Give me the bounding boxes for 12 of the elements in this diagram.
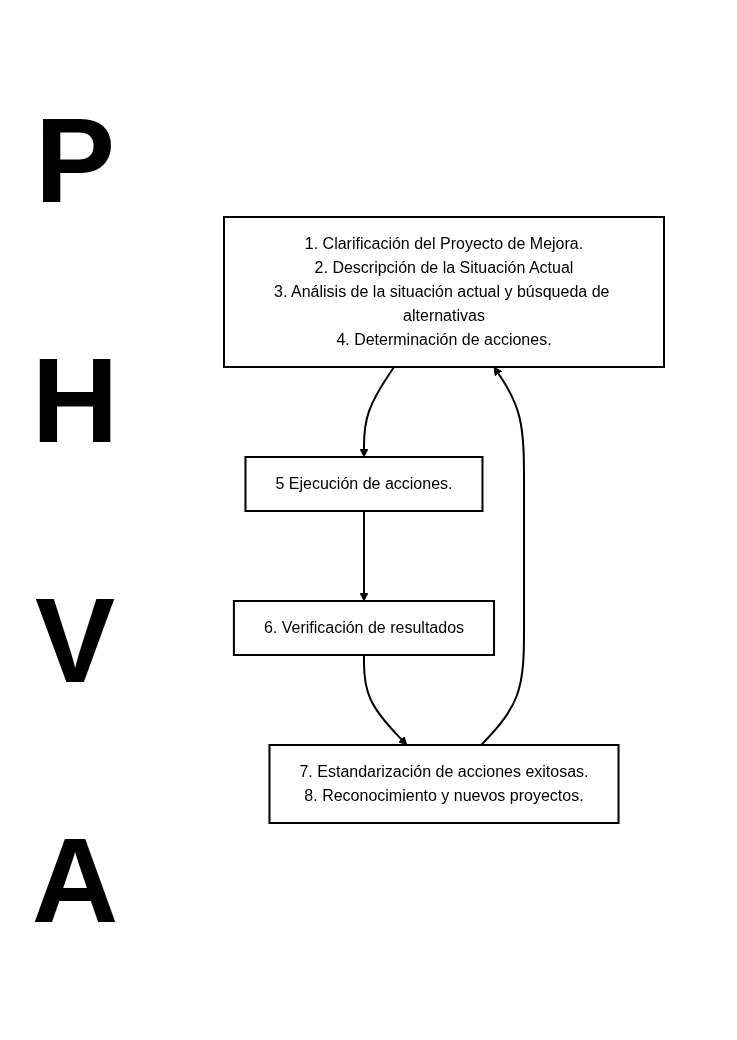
arrow xyxy=(479,366,525,746)
node-box: 1. Clarificación del Proyecto de Mejora. 2. Descripción de la Situación Actual 3. Análisis de la situación actual y búsqueda de alternativas 4. Determinación de acciones. xyxy=(222,216,665,368)
phase-letter: P xyxy=(34,100,115,220)
arrow xyxy=(362,654,407,746)
node-box: 5 Ejecución de acciones. xyxy=(243,456,483,512)
node-box: 7. Estandarización de acciones exitosas. 8. Reconocimiento y nuevos proyectos. xyxy=(267,744,620,824)
arrow xyxy=(359,510,368,602)
phase-letter: H xyxy=(31,340,119,460)
phase-letter: V xyxy=(34,580,115,700)
phase-letter: A xyxy=(31,820,119,940)
arrow xyxy=(359,366,395,458)
node-box: 6. Verificación de resultados xyxy=(232,600,495,656)
